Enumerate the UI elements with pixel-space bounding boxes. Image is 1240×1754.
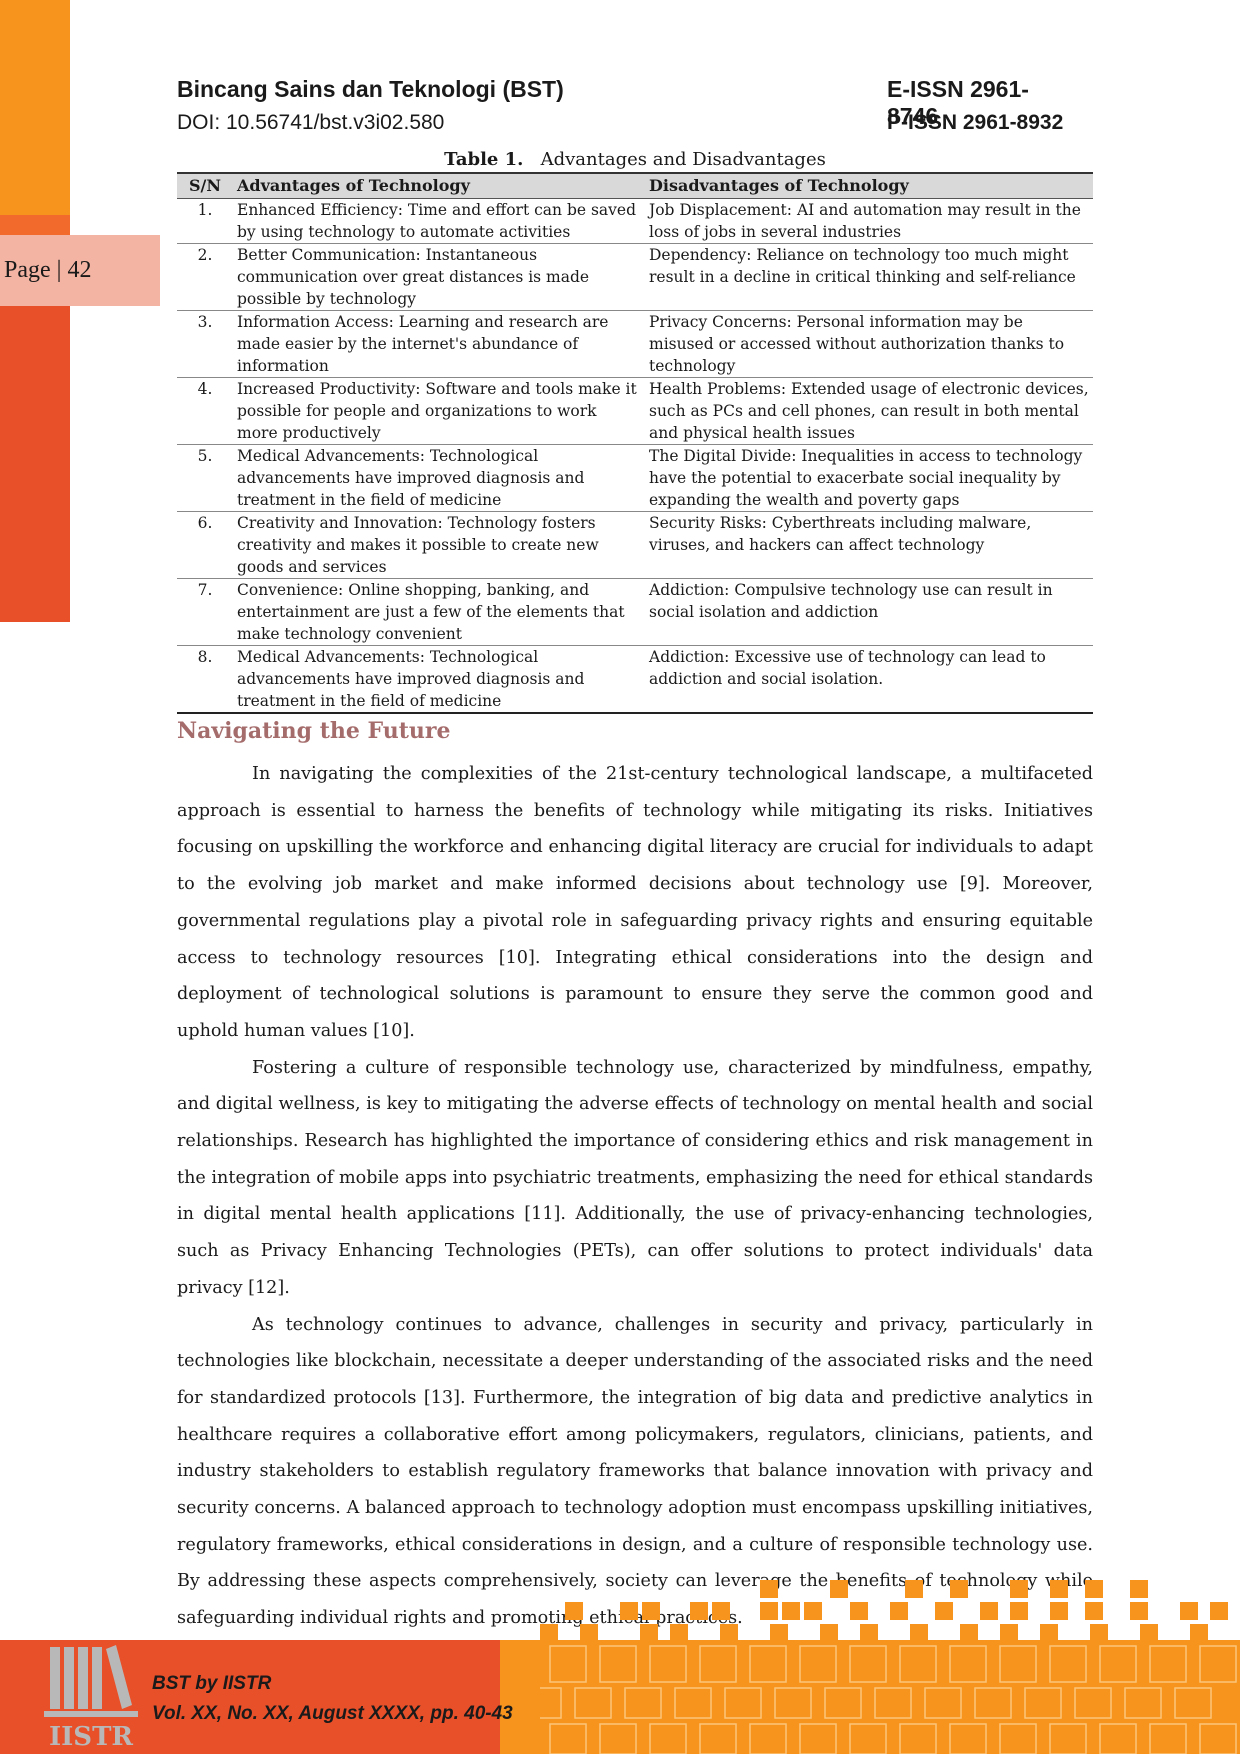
cell-advantage: Medical Advancements: Technological adva… <box>233 645 645 714</box>
cell-advantage: Creativity and Innovation: Technology fo… <box>233 511 645 579</box>
cell-sn: 8. <box>177 645 233 714</box>
cell-sn: 5. <box>177 444 233 512</box>
cell-disadvantage: Health Problems: Extended usage of elect… <box>645 377 1093 445</box>
page-number: Page | 42 <box>4 257 92 283</box>
cell-disadvantage: Privacy Concerns: Personal information m… <box>645 310 1093 378</box>
col-header-advantages: Advantages of Technology <box>233 172 645 199</box>
advantages-table: S/N Advantages of Technology Disadvantag… <box>177 172 1093 714</box>
logo-text: IISTR <box>49 1722 133 1749</box>
cell-disadvantage: Job Displacement: AI and automation may … <box>645 198 1093 244</box>
pissn: P-ISSN 2961-8932 <box>887 111 1064 134</box>
col-header-sn: S/N <box>177 172 233 199</box>
cell-sn: 6. <box>177 511 233 579</box>
header-row-2: DOI: 10.56741/bst.v3i02.580 P-ISSN 2961-… <box>177 111 1065 139</box>
table-row: 6. Creativity and Innovation: Technology… <box>177 511 1093 579</box>
footer-orange-block <box>500 1640 1240 1754</box>
cell-disadvantage: Addiction: Excessive use of technology c… <box>645 645 1093 714</box>
footer-publisher: BST by IISTR <box>152 1673 272 1694</box>
doi: DOI: 10.56741/bst.v3i02.580 <box>177 111 445 134</box>
table-caption-label: Table 1. <box>444 149 524 170</box>
cell-advantage: Convenience: Online shopping, banking, a… <box>233 578 645 646</box>
cell-disadvantage: The Digital Divide: Inequalities in acce… <box>645 444 1093 512</box>
iistr-logo: IISTR <box>44 1645 138 1749</box>
footer-pixel-pattern <box>540 1580 1237 1754</box>
section-body: In navigating the complexities of the 21… <box>177 756 1093 1637</box>
table-row: 8. Medical Advancements: Technological a… <box>177 645 1093 714</box>
cell-disadvantage: Dependency: Reliance on technology too m… <box>645 243 1093 311</box>
table-row: 7. Convenience: Online shopping, banking… <box>177 578 1093 646</box>
cell-sn: 1. <box>177 198 233 244</box>
cell-advantage: Medical Advancements: Technological adva… <box>233 444 645 512</box>
table-row: 3. Information Access: Learning and rese… <box>177 310 1093 378</box>
table-caption-text: Advantages and Disadvantages <box>540 149 826 170</box>
journal-title: Bincang Sains dan Teknologi (BST) <box>177 76 564 102</box>
col-header-disadvantages: Disadvantages of Technology <box>645 172 1093 199</box>
eissn: E-ISSN 2961-8746 <box>887 76 1029 129</box>
cell-advantage: Better Communication: Instantaneous comm… <box>233 243 645 311</box>
left-band-transition <box>0 215 70 235</box>
table-row: 1. Enhanced Efficiency: Time and effort … <box>177 198 1093 244</box>
cell-sn: 3. <box>177 310 233 378</box>
left-band-orange <box>0 0 70 215</box>
paragraph: As technology continues to advance, chal… <box>177 1314 1093 1629</box>
cell-sn: 4. <box>177 377 233 445</box>
cell-advantage: Enhanced Efficiency: Time and effort can… <box>233 198 645 244</box>
section-title: Navigating the Future <box>177 718 451 744</box>
table-row: 2. Better Communication: Instantaneous c… <box>177 243 1093 311</box>
table-header-row: S/N Advantages of Technology Disadvantag… <box>177 172 1093 199</box>
header-row-1: Bincang Sains dan Teknologi (BST) E-ISSN… <box>177 76 1065 129</box>
left-band-red <box>0 306 70 622</box>
table-caption: Table 1. Advantages and Disadvantages <box>177 149 1093 170</box>
table-row: 4. Increased Productivity: Software and … <box>177 377 1093 445</box>
cell-sn: 7. <box>177 578 233 646</box>
cell-disadvantage: Addiction: Compulsive technology use can… <box>645 578 1093 646</box>
paragraph: In navigating the complexities of the 21… <box>177 764 1093 1041</box>
page-number-tab: Page | 42 <box>0 235 160 306</box>
paragraph: Fostering a culture of responsible techn… <box>177 1057 1093 1298</box>
cell-disadvantage: Security Risks: Cyberthreats including m… <box>645 511 1093 579</box>
footer-volume: Vol. XX, No. XX, August XXXX, pp. 40-43 <box>152 1703 513 1724</box>
cell-sn: 2. <box>177 243 233 311</box>
cell-advantage: Increased Productivity: Software and too… <box>233 377 645 445</box>
table-row: 5. Medical Advancements: Technological a… <box>177 444 1093 512</box>
cell-advantage: Information Access: Learning and researc… <box>233 310 645 378</box>
